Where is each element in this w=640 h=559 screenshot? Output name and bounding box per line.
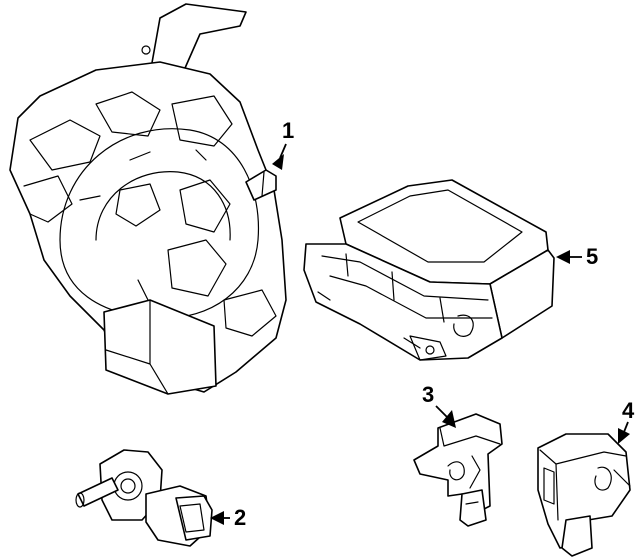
callout-2: 2 <box>210 505 246 530</box>
callout-label-4: 4 <box>622 398 635 423</box>
callout-label-5: 5 <box>586 244 598 269</box>
arrow-icon <box>210 511 224 525</box>
arrow-icon <box>556 250 570 264</box>
part-1-clock-spring <box>9 3 287 395</box>
callout-label-2: 2 <box>234 505 246 530</box>
callout-1: 1 <box>272 118 294 170</box>
callout-label-1: 1 <box>282 118 294 143</box>
part-2-impact-sensor <box>75 449 213 547</box>
part-3-side-sensor <box>413 413 503 527</box>
callout-4: 4 <box>618 398 635 444</box>
arrow-icon <box>618 428 630 444</box>
arrow-icon <box>442 410 456 428</box>
part-4-side-sensor <box>537 433 631 557</box>
callout-3: 3 <box>422 382 456 428</box>
arrow-icon <box>272 154 284 170</box>
callout-5: 5 <box>556 244 598 269</box>
callout-label-3: 3 <box>422 382 434 407</box>
part-5-control-module <box>303 179 555 361</box>
